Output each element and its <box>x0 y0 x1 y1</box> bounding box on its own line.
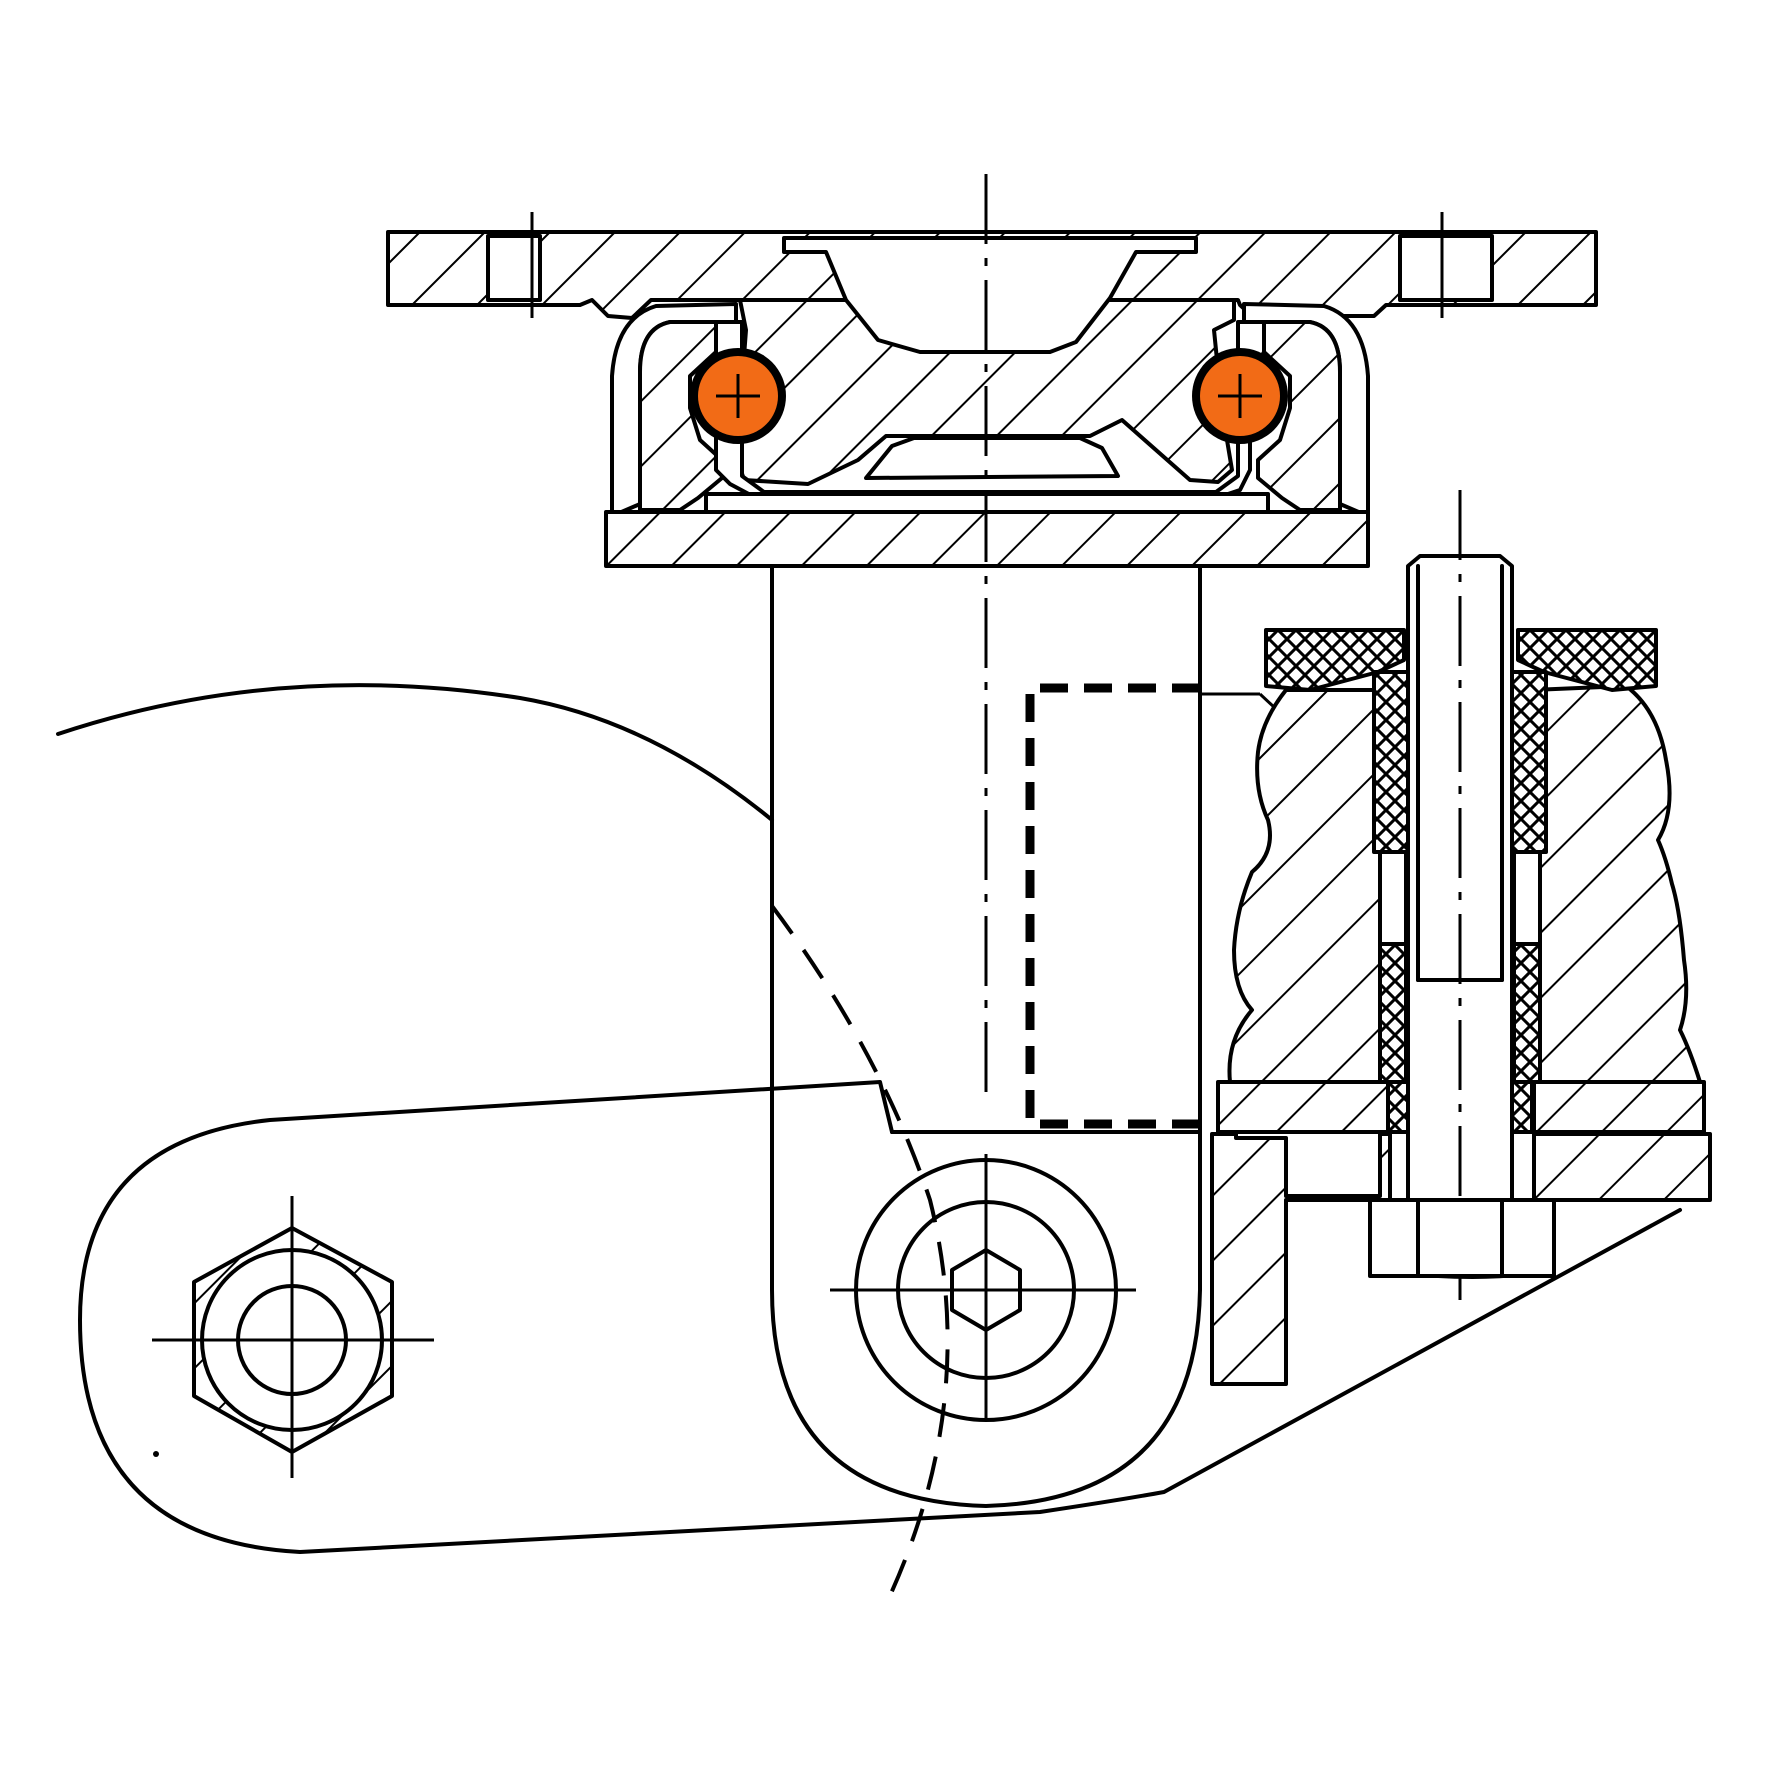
axle-hub <box>830 1154 1136 1422</box>
rubber-buffer-left <box>1227 688 1390 1084</box>
brake-pedal-arm <box>78 1080 1682 1554</box>
bearing-housing <box>610 302 1370 518</box>
ball-bearing-left <box>690 348 786 444</box>
wheel-arc <box>56 683 950 1601</box>
top-plate-bolt-hole-right <box>1398 234 1494 302</box>
rubber-buffer-right <box>1530 684 1702 1084</box>
stud-nut <box>1368 1198 1556 1278</box>
ball-bearing-right <box>1192 348 1288 444</box>
reference-dot <box>153 1451 159 1457</box>
pedal-bolt <box>152 1196 434 1478</box>
fork-leg <box>770 564 1202 1508</box>
brake-stud-assembly <box>1210 490 1712 1386</box>
